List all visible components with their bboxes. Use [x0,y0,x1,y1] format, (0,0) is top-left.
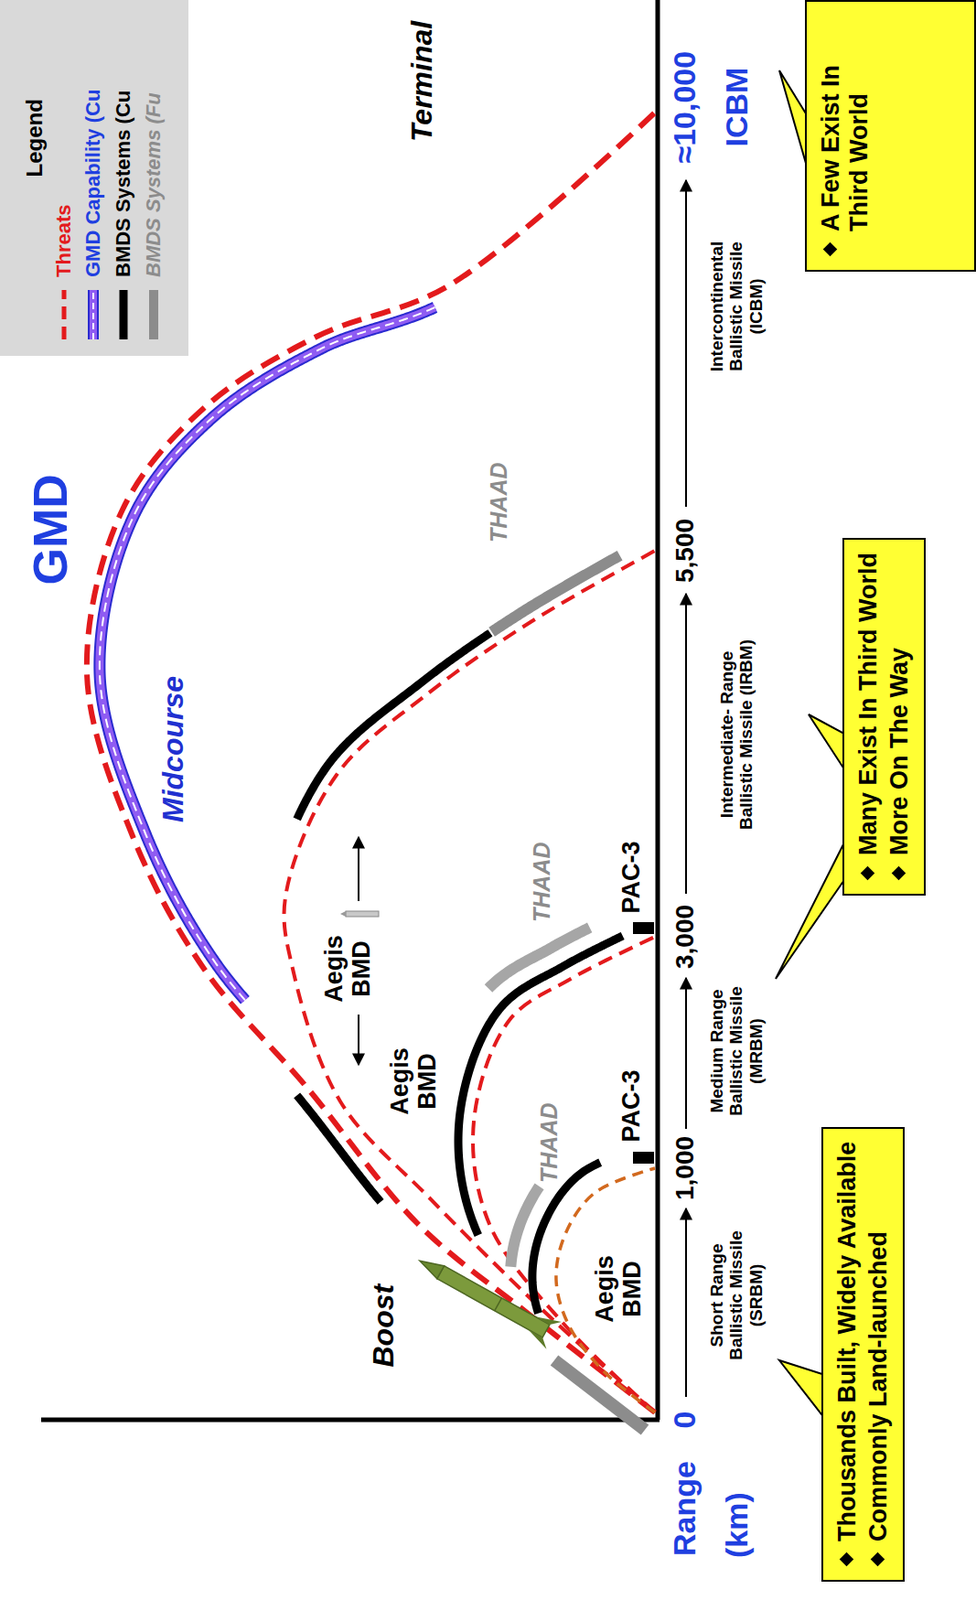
range-tick: 3,000 [670,904,699,969]
bullet-diamond [891,866,907,881]
rocket-icon [412,1246,562,1349]
interceptor-nose [340,911,346,917]
range-tick: 1,000 [670,1136,699,1201]
legend-text: GMD Capability (Cu [82,89,106,278]
callout-pointer [775,838,847,979]
bullet-row: A Few Exist In Third World [816,14,874,258]
bullet-row: Thousands Built, Widely Available [833,1141,862,1567]
legend-sample-line [149,289,159,340]
bullet-diamond [823,242,838,258]
pac3-segment [632,922,655,934]
legend-sample-line [92,289,95,340]
bullet-row: Many Exist In Third World [854,552,883,881]
legend-text: BMDS Systems (Cu [112,90,136,278]
rocket-band [494,1297,503,1311]
phase-label: Terminal [406,21,440,142]
pointer-arrow [357,1014,360,1065]
gmd-band [99,307,436,1000]
range-arrow [685,977,687,1129]
axis-unit: (km) [718,1491,754,1558]
system-label: THAAD [536,1103,562,1184]
legend-text: Threats [53,204,76,278]
range-tick: 0 [666,1411,702,1429]
system-label: Aegis BMD [386,1042,441,1120]
callout-pointer [808,714,847,773]
rocket-fins [524,1308,562,1349]
legend-heading: Legend [22,98,48,177]
system-label: Aegis BMD [320,930,376,1008]
legend-sample [153,289,155,340]
system-label: PAC-3 [617,1069,645,1142]
system-label: THAAD [485,462,512,544]
legend-sample [93,289,95,340]
missile-class: Intercontinental Ballistic Missile (ICBM… [707,219,766,394]
altitude-axis [41,1417,660,1423]
callout-box: Many Exist In Third WorldMore On The Way [842,537,926,896]
thaad-segment [510,1186,539,1267]
system-segments [297,555,623,1313]
legend-box [0,0,189,356]
callout-text: More On The Way [885,647,914,856]
legend-sample [64,289,65,340]
rocket-body [437,1265,550,1338]
range-arrow [685,593,687,894]
callout-text: Commonly Land-launched [864,1231,893,1542]
phase-label: Boost [367,1284,401,1368]
aegis-segment [297,632,491,820]
callout-box: A Few Exist In Third World [804,0,976,272]
legend-text: BMDS Systems (Fu [142,92,166,278]
range-tick: ≈10,000 [666,51,702,164]
rocket-nose [416,1254,444,1279]
pac3-segment [632,1151,655,1164]
missile-class: Short Range Ballistic Missile (SRBM) [707,1208,766,1383]
bullet-diamond [860,866,876,881]
legend-sample [123,289,125,340]
callout-text: Many Exist In Third World [854,552,883,856]
threat-trajectory [284,550,655,1413]
threat-trajectories [86,112,655,1413]
interceptor-icon [340,911,379,917]
diagram-title: GMD [23,473,77,585]
gmd-band-edge [99,307,436,1000]
legend-sample-line [62,289,67,340]
range-tick: 5,500 [670,518,699,583]
missile-class: Medium Range Ballistic Missile (MRBM) [707,964,766,1138]
callout-text: A Few Exist In Third World [816,14,874,232]
system-label: THAAD [528,842,555,923]
callout-pointer [779,1360,826,1419]
legend-sample-line [87,289,99,340]
system-label: Aegis BMD [590,1250,646,1328]
system-label: PAC-3 [617,840,645,913]
callout-text: Thousands Built, Widely Available [833,1141,862,1542]
interceptor-body [345,911,379,917]
phase-label: Midcourse [157,675,191,823]
aegis-segment [297,1094,381,1202]
thaad-segment [492,555,621,633]
legend-sample-line [119,289,129,340]
bullet-diamond [839,1552,855,1567]
range-tick: ICBM [718,67,754,148]
pointer-arrow [357,836,360,901]
range-arrow [685,1208,687,1397]
thaad-segment [488,927,590,989]
threat-trajectory [556,1168,655,1413]
bullet-diamond [870,1552,886,1567]
legend-sample-line [89,289,97,340]
bullet-row: More On The Way [885,552,914,881]
missile-class: Intermediate- Range Ballistic Missile (I… [717,636,757,834]
range-arrow [685,180,687,507]
threat-trajectory [86,112,655,1413]
callout-box: Thousands Built, Widely AvailableCommonl… [821,1126,905,1582]
axis-title: Range [666,1460,702,1556]
range-axis [655,0,661,1420]
gmd-band-dash [99,307,436,1000]
bullet-row: Commonly Land-launched [864,1141,893,1567]
